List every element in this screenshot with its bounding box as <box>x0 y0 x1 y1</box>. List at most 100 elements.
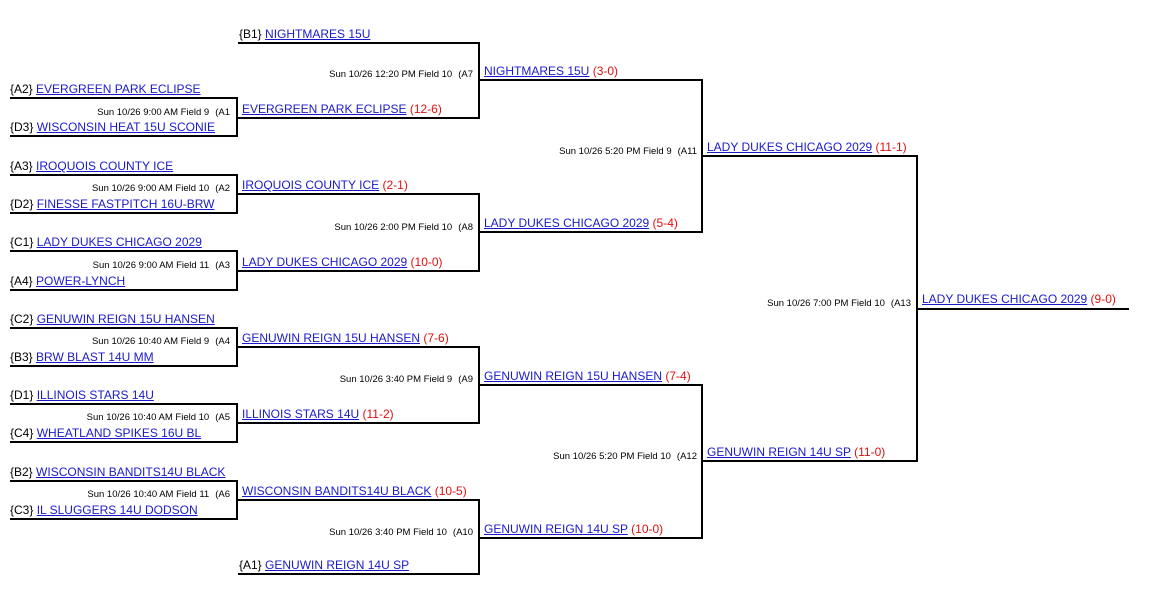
game-id: (A5 <box>215 412 230 423</box>
game-time: Sun 10/26 10:40 AM Field 9 <box>91 336 210 347</box>
bracket-line <box>478 193 480 272</box>
team-entry: ILLINOIS STARS 14U (11-2) <box>242 407 394 421</box>
game-time: Sun 10/26 12:20 PM Field 10 <box>329 69 453 80</box>
team-link[interactable]: BRW BLAST 14U MM <box>36 350 154 364</box>
game-score: (2-1) <box>382 178 408 192</box>
bracket-line <box>10 403 238 405</box>
team-entry: {C4} WHEATLAND SPIKES 16U BL <box>10 426 201 440</box>
bracket-line <box>703 155 918 157</box>
team-link[interactable]: LADY DUKES CHICAGO 2029 <box>484 216 650 230</box>
team-entry: WISCONSIN BANDITS14U BLACK (10-5) <box>242 484 467 498</box>
team-entry: GENUWIN REIGN 14U SP (10-0) <box>484 522 663 536</box>
team-seed: {A2} <box>10 82 33 96</box>
team-link[interactable]: GENUWIN REIGN 15U HANSEN <box>36 312 215 326</box>
bracket-line <box>480 231 703 233</box>
bracket-line <box>10 441 238 443</box>
team-link[interactable]: LADY DUKES CHICAGO 2029 <box>36 235 202 249</box>
game-info: Sun 10/26 3:40 PM Field 10(A10 <box>329 527 473 539</box>
bracket-line <box>238 499 480 501</box>
team-seed: {D3} <box>10 120 34 134</box>
team-link[interactable]: IROQUOIS COUNTY ICE <box>242 178 380 192</box>
bracket-line <box>236 403 238 443</box>
game-score: (5-4) <box>652 216 678 230</box>
bracket-line <box>10 327 238 329</box>
bracket-line <box>238 346 480 348</box>
game-id: (A8 <box>458 222 473 233</box>
team-seed: {B3} <box>10 350 33 364</box>
team-link[interactable]: GENUWIN REIGN 15U HANSEN <box>484 369 663 383</box>
bracket-line <box>701 384 703 539</box>
team-link[interactable]: FINESSE FASTPITCH 16U-BRW <box>36 197 215 211</box>
team-seed: {C3} <box>10 503 34 517</box>
team-link[interactable]: ILLINOIS STARS 14U <box>36 388 154 402</box>
game-id: (A12 <box>676 451 697 462</box>
game-time: Sun 10/26 9:00 AM Field 9 <box>97 107 210 118</box>
team-link[interactable]: GENUWIN REIGN 14U SP <box>707 445 851 459</box>
team-link[interactable]: EVERGREEN PARK ECLIPSE <box>36 82 201 96</box>
bracket-line <box>480 537 703 539</box>
team-entry: {D2} FINESSE FASTPITCH 16U-BRW <box>10 197 215 211</box>
game-info: Sun 10/26 9:00 AM Field 10(A2 <box>92 183 230 195</box>
team-seed: {D2} <box>10 197 34 211</box>
team-entry: EVERGREEN PARK ECLIPSE (12-6) <box>242 102 442 116</box>
team-link[interactable]: EVERGREEN PARK ECLIPSE <box>242 102 407 116</box>
game-info: Sun 10/26 12:20 PM Field 10(A7 <box>329 69 473 81</box>
bracket-line <box>480 79 703 81</box>
team-entry: {A1} GENUWIN REIGN 14U SP <box>239 558 409 572</box>
bracket-line <box>238 42 480 44</box>
team-link[interactable]: WISCONSIN HEAT 15U SCONIE <box>36 120 215 134</box>
game-time: Sun 10/26 9:00 AM Field 10 <box>91 183 210 194</box>
bracket-line <box>10 97 238 99</box>
team-entry: NIGHTMARES 15U (3-0) <box>484 64 618 78</box>
game-info: Sun 10/26 5:20 PM Field 10(A12 <box>553 451 697 463</box>
team-seed: {A4} <box>10 274 33 288</box>
bracket-line <box>480 384 703 386</box>
game-time: Sun 10/26 3:40 PM Field 10 <box>329 527 447 538</box>
team-link[interactable]: WISCONSIN BANDITS14U BLACK <box>36 465 226 479</box>
team-entry: {B3} BRW BLAST 14U MM <box>10 350 154 364</box>
team-entry: {C3} IL SLUGGERS 14U DODSON <box>10 503 198 517</box>
game-score: (11-0) <box>854 445 886 459</box>
team-seed: {B2} <box>10 465 33 479</box>
game-info: Sun 10/26 7:00 PM Field 10(A13 <box>767 298 911 310</box>
team-link[interactable]: LADY DUKES CHICAGO 2029 <box>242 255 408 269</box>
game-score: (11-2) <box>362 407 394 421</box>
team-link[interactable]: NIGHTMARES 15U <box>265 27 371 41</box>
team-entry: LADY DUKES CHICAGO 2029 (11-1) <box>707 140 907 154</box>
team-link[interactable]: GENUWIN REIGN 14U SP <box>484 522 628 536</box>
game-id: (A11 <box>677 146 697 157</box>
team-seed: {D1} <box>10 388 34 402</box>
team-link[interactable]: ILLINOIS STARS 14U <box>242 407 360 421</box>
bracket-line <box>10 289 238 291</box>
team-entry: GENUWIN REIGN 15U HANSEN (7-4) <box>484 369 691 383</box>
bracket-line <box>10 135 238 137</box>
team-link[interactable]: POWER-LYNCH <box>36 274 126 288</box>
game-time: Sun 10/26 2:00 PM Field 10 <box>334 222 453 233</box>
team-link[interactable]: WISCONSIN BANDITS14U BLACK <box>242 484 432 498</box>
game-time: Sun 10/26 10:40 AM Field 11 <box>87 489 210 500</box>
team-link[interactable]: GENUWIN REIGN 14U SP <box>265 558 410 572</box>
game-info: Sun 10/26 3:40 PM Field 9(A9 <box>340 374 473 386</box>
game-id: (A13 <box>890 298 911 309</box>
bracket-line <box>10 480 238 482</box>
team-link[interactable]: IROQUOIS COUNTY ICE <box>36 159 174 173</box>
team-entry: {A2} EVERGREEN PARK ECLIPSE <box>10 82 201 96</box>
game-id: (A6 <box>215 489 230 500</box>
team-link[interactable]: WHEATLAND SPIKES 16U BL <box>36 426 202 440</box>
bracket-line <box>238 422 480 424</box>
champion-team-link[interactable]: LADY DUKES CHICAGO 2029 <box>922 292 1088 306</box>
game-id: (A4 <box>215 336 230 347</box>
bracket-line <box>478 499 480 575</box>
team-seed: {A1} <box>239 558 262 572</box>
bracket-line <box>236 97 238 137</box>
bracket-line <box>238 117 480 119</box>
team-link[interactable]: GENUWIN REIGN 15U HANSEN <box>242 331 421 345</box>
game-info: Sun 10/26 2:00 PM Field 10 (A8 <box>334 222 473 234</box>
team-link[interactable]: IL SLUGGERS 14U DODSON <box>36 503 198 517</box>
team-seed: {C1} <box>10 235 34 249</box>
team-link[interactable]: NIGHTMARES 15U <box>484 64 590 78</box>
team-link[interactable]: LADY DUKES CHICAGO 2029 <box>707 140 873 154</box>
bracket-line <box>10 212 238 214</box>
game-info: Sun 10/26 10:40 AM Field 11 (A6 <box>87 489 230 501</box>
game-time: Sun 10/26 3:40 PM Field 9 <box>339 374 453 385</box>
